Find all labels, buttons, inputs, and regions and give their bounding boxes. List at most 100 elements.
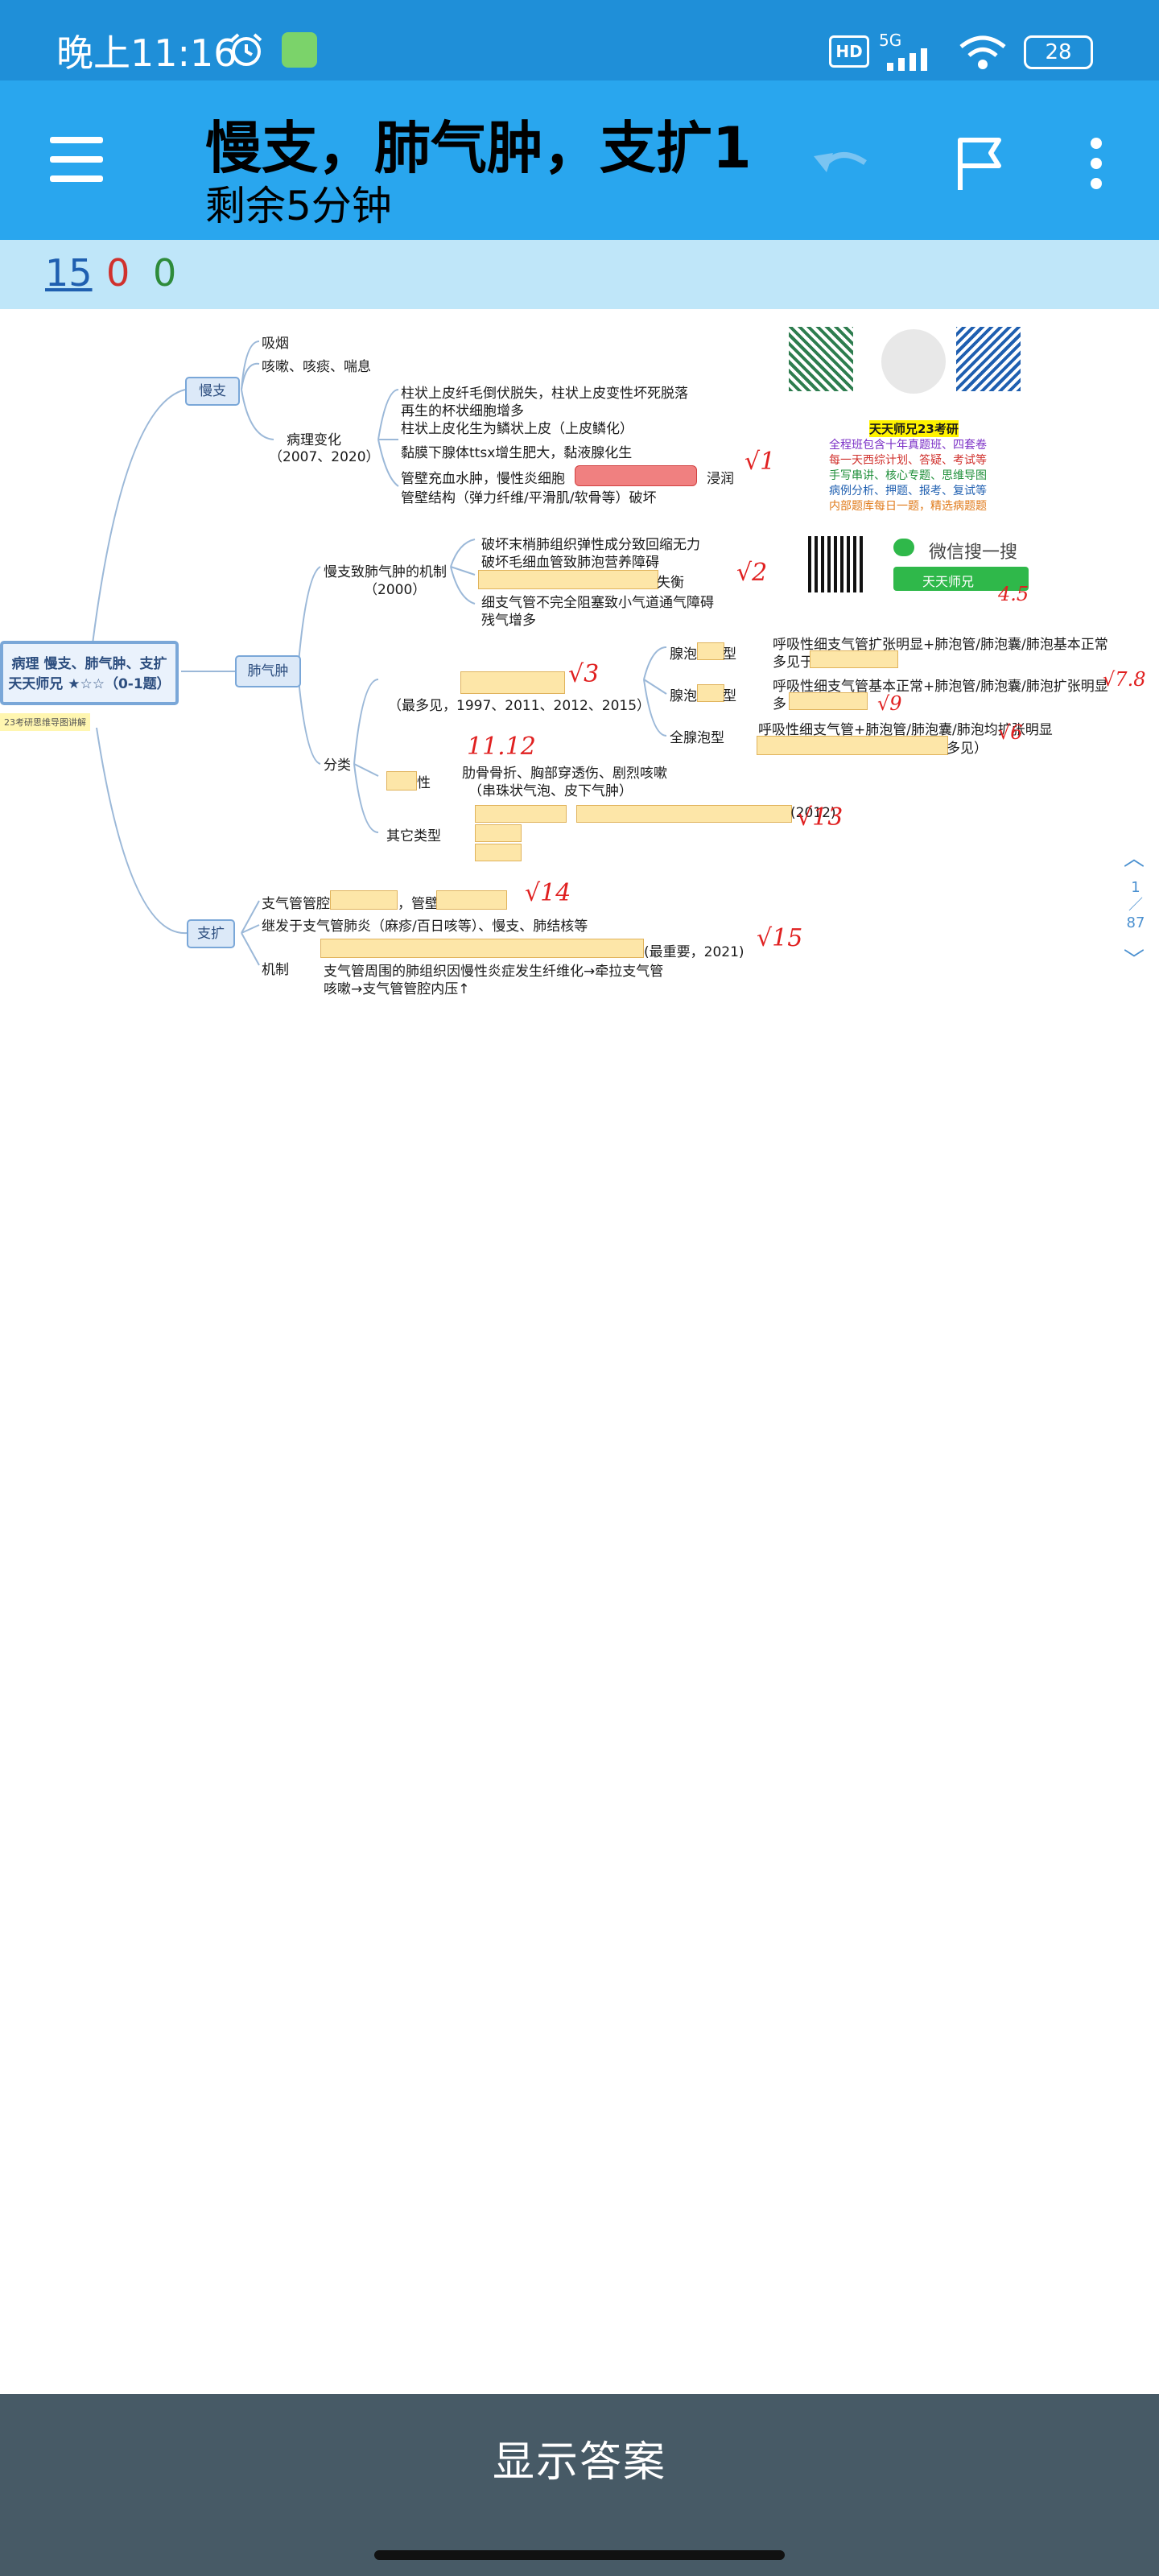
annotation-15: √15 [757,924,803,952]
cloze-blank-7[interactable] [789,692,868,710]
cloze-blank-10[interactable] [475,805,567,823]
network-type: 5G [879,31,902,50]
b2-mech-4: 残气增多 [481,613,536,629]
cloze-blank-1[interactable] [575,465,697,486]
signal-icon [887,48,927,71]
b1-detail-1: 再生的杯状细胞增多 [401,403,524,419]
b1-item-1: 咳嗽、咳痰、喘息 [262,359,371,375]
qr-code-left [789,327,853,391]
b1-detail-6: 管壁结构（弹力纤维/平滑肌/软骨等）破坏 [401,490,657,506]
b3-mech3: 咳嗽→支气管管腔内压↑ [324,981,470,997]
annotation-9: √9 [877,692,902,715]
cloze-blank-13[interactable] [475,844,522,861]
review-count: 0 [153,251,177,295]
annotation-13: √13 [797,803,843,832]
b2-type2-desc: 呼吸性细支气管+肺泡管/肺泡囊/肺泡均扩张明显 [758,722,1053,738]
b2-type0-suffix: 型 [723,646,736,663]
page-up-icon[interactable]: ︿ [1124,847,1145,871]
qr-code-right [956,327,1021,391]
b2-type2-desc2: 多见） [947,741,988,757]
b2-type1-desc: 呼吸性细支气管基本正常+肺泡管/肺泡囊/肺泡扩张明显 [773,679,1108,695]
b2-type1-name: 腺泡 [670,688,697,704]
b2-mech-3: 细支气管不完全阻塞致小气道通气障碍 [481,595,714,611]
page-separator-icon: ／ [1128,897,1143,914]
cloze-blank-14[interactable] [330,890,398,910]
b2-interstitial-desc2: （串珠状气泡、皮下气肿） [468,783,633,799]
b3-mech-tail: (最重要，2021) [644,944,744,960]
b2-class-years: （最多见，1997、2011、2012、2015） [388,698,651,714]
b2-mech-label: 慢支致肺气肿的机制 [324,564,447,580]
bottom-bar: 显示答案 [0,2394,1159,2576]
b1-detail-5: 浸润 [707,471,734,487]
b2-interstitial-desc: 肋骨骨折、胸部穿透伤、剧烈咳嗽 [462,766,667,782]
promo-line-3: 病例分析、押题、报考、复试等 [829,485,987,497]
branch-chronic-bronchitis: 慢支 [185,377,240,406]
cloze-blank-4[interactable] [697,642,724,660]
flag-icon[interactable] [954,135,1007,192]
promo-line-0: 全程班包含十年真题班、四套卷 [829,439,987,452]
branch-bronchiectasis: 支扩 [187,919,235,948]
page-down-icon[interactable]: ﹀ [1124,948,1145,972]
annotation-7-8: √7.8 [1103,668,1146,691]
app-bar [0,80,1159,240]
b2-mech-2: 失衡 [657,575,684,591]
b2-type0-name: 腺泡 [670,646,697,663]
b1-detail-4: 管壁充血水肿，慢性炎细胞 [401,471,565,487]
hd-badge: HD [829,35,869,68]
undo-icon[interactable] [809,140,878,188]
b1-item-0: 吸烟 [262,336,289,352]
b3-mech2: 支气管周围的肺组织因慢性炎症发生纤维化→牵拉支气管 [324,964,664,980]
mindmap-connectors [89,341,667,966]
cloze-blank-2[interactable] [478,570,658,589]
b1-path-label: 病理变化 [287,432,341,448]
promo-title: 天天师兄23考研 [869,420,959,437]
home-indicator[interactable] [374,2550,785,2560]
status-time: 晚上11:16 [56,31,237,75]
root-line1: 病理 慢支、肺气肿、支扩 [11,656,167,672]
new-count: 15 [45,251,93,295]
cloze-blank-16[interactable] [320,939,644,958]
cloze-blank-12[interactable] [475,824,522,842]
wifi-icon [959,35,1006,69]
show-answer-button[interactable]: 显示答案 [492,2438,666,2487]
b2-type0-desc: 呼吸性细支气管扩张明显+肺泡管/肺泡囊/肺泡基本正常 [773,637,1108,653]
deck-title: 慢支，肺气肿，支扩1 [205,115,752,181]
b1-detail-0: 柱状上皮纤毛倒伏脱失，柱状上皮变性坏死脱落 [401,386,688,402]
cloze-blank-9[interactable] [386,771,417,791]
panda-mascot-icon [881,329,946,394]
app-notification-icon [282,32,317,68]
b2-mech-1: 破坏毛细血管致肺泡营养障碍 [481,555,659,571]
menu-icon[interactable] [50,137,103,182]
battery-level: 28 [1045,40,1072,64]
b2-mech-0: 破坏末梢肺组织弹性成分致回缩无力 [481,537,700,553]
page-total: 87 [1126,914,1145,931]
annotation-1: √1 [744,448,776,476]
cloze-blank-5[interactable] [810,650,898,668]
promo-line-4: 内部题库每日一题，精选病题题 [829,500,987,513]
b2-type0-desc2: 多见于 [773,654,814,671]
cloze-blank-8[interactable] [757,736,948,755]
cloze-blank-11[interactable] [576,805,792,823]
time-remaining: 剩余5分钟 [205,183,392,229]
b2-class-label: 分类 [324,758,351,774]
b2-other-year: (2012) [790,805,836,821]
promo-line-2: 手写串讲、核心专题、思维导图 [829,469,987,482]
annotation-6: √6 [998,721,1023,744]
annotation-14: √14 [525,879,571,907]
cloze-blank-15[interactable] [436,890,507,910]
b3-line1-b: ，管壁 [398,896,439,912]
b2-other-label: 其它类型 [386,828,441,844]
annotation-2: √2 [736,559,768,587]
b3-line1-a: 支气管管腔 [262,896,330,912]
branch-emphysema: 肺气肿 [235,655,301,687]
cloze-blank-3[interactable] [460,671,565,694]
status-bar: 晚上11:16 HD 5G 28 [0,0,1159,80]
qr-code-wechat [808,536,864,592]
more-icon[interactable] [1087,135,1106,192]
alarm-icon [230,33,262,66]
b2-type1-desc2: 多 [773,696,786,712]
annotation-11-12: 11.12 [467,733,536,761]
b2-type2-name: 全腺泡型 [670,730,724,746]
cloze-blank-6[interactable] [697,684,724,702]
b2-interstitial-suffix: 性 [417,775,431,791]
